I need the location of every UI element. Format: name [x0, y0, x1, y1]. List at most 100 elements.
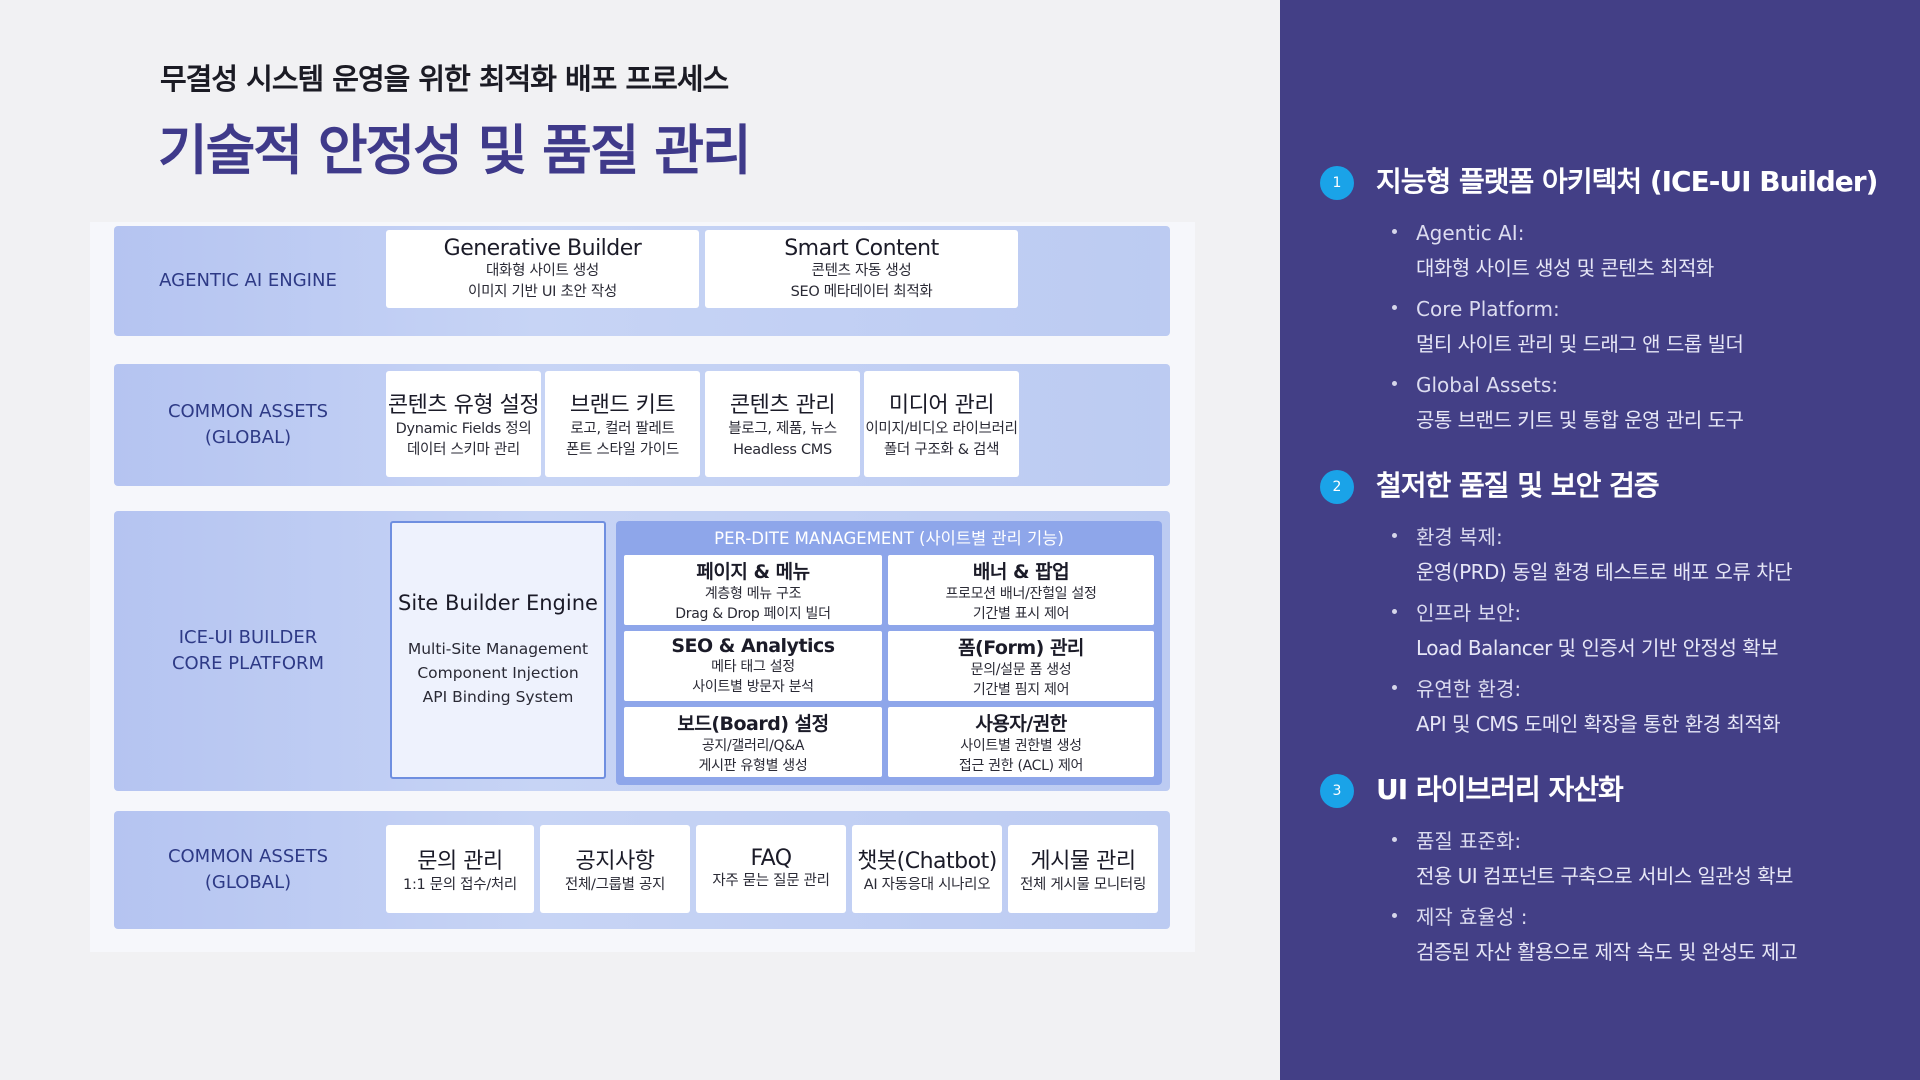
box-line: 전체 게시물 모니터링: [1020, 876, 1146, 893]
box-line: 이미지/비디오 라이브러리: [865, 421, 1018, 437]
box-title: 게시물 관리: [1030, 848, 1136, 874]
box-title: 콘텐츠 유형 설정: [387, 393, 540, 418]
item-label: Agentic AI:: [1416, 221, 1525, 245]
box-title: 챗봇(Chatbot): [857, 848, 997, 874]
band-label: COMMON ASSETS (GLOBAL): [167, 846, 329, 893]
page-subtitle: 무결성 시스템 운영을 위한 최적화 배포 프로세스: [160, 62, 729, 96]
item-desc: 대화형 사이트 생성 및 콘텐츠 최적화: [1416, 256, 1714, 280]
smart-content-box: Smart Content 콘텐츠 자동 생성 SEO 메타데이터 최적화: [705, 230, 1018, 308]
pbox-title: 배너 & 팝업: [972, 560, 1070, 583]
list-item: 유연한 환경: API 및 CMS 도메인 확장을 통한 환경 최적화: [1392, 672, 1912, 742]
notice-box: 공지사항 전체/그룹별 공지: [540, 825, 690, 913]
seo-analytics-box: SEO & Analytics 메타 태그 설정 사이트별 방문자 분석: [624, 631, 882, 701]
pbox-title: 페이지 & 메뉴: [696, 560, 810, 583]
site-builder-engine-box: Site Builder Engine Multi-Site Managemen…: [390, 521, 606, 779]
box-title: Generative Builder: [443, 235, 642, 261]
box-title: 콘텐츠 관리: [729, 393, 836, 418]
box-line: 대화형 사이트 생성: [486, 262, 599, 279]
item-label: 인프라 보안:: [1416, 601, 1522, 625]
section-title: 지능형 플랫폼 아키텍처 (ICE-UI Builder): [1376, 165, 1878, 198]
item-label: Global Assets:: [1416, 373, 1558, 397]
per-dite-management-panel: PER-DITE MANAGEMENT (사이트별 관리 기능) 페이지 & 메…: [616, 521, 1162, 785]
item-desc: API 및 CMS 도메인 확장을 통한 환경 최적화: [1416, 712, 1781, 736]
pbox-line: 사이트별 방문자 분석: [692, 679, 814, 695]
item-label: 품질 표준화:: [1416, 829, 1522, 853]
item-desc: 전용 UI 컴포넌트 구축으로 서비스 일관성 확보: [1416, 864, 1793, 888]
bullet-icon: [1392, 685, 1397, 690]
section-items: 품질 표준화: 전용 UI 컴포넌트 구축으로 서비스 일관성 확보 제작 효율…: [1392, 824, 1912, 976]
box-line: 폰트 스타일 가이드: [566, 442, 679, 458]
pbox-line: 문의/설문 폼 생성: [970, 661, 1072, 678]
list-item: Global Assets: 공통 브랜드 키트 및 통합 운영 관리 도구: [1392, 368, 1912, 438]
list-item: 제작 효율성 : 검증된 자산 활용으로 제작 속도 및 완성도 제고: [1392, 900, 1912, 970]
pbox-title: 폼(Form) 관리: [958, 636, 1084, 659]
list-item: Core Platform: 멀티 사이트 관리 및 드래그 앤 드롭 빌더: [1392, 292, 1912, 362]
item-desc: 검증된 자산 활용으로 제작 속도 및 완성도 제고: [1416, 940, 1798, 964]
content-type-box: 콘텐츠 유형 설정 Dynamic Fields 정의 데이터 스키마 관리: [386, 371, 541, 477]
bullet-icon: [1392, 837, 1397, 842]
item-desc: 공통 브랜드 키트 및 통합 운영 관리 도구: [1416, 408, 1744, 432]
box-line: 폴더 구조화 & 검색: [883, 442, 1000, 458]
user-permission-box: 사용자/권한 사이트별 권한별 생성 접근 권한 (ACL) 제어: [888, 707, 1154, 777]
common-assets-bottom-band: COMMON ASSETS (GLOBAL) 문의 관리 1:1 문의 접수/처…: [114, 811, 1170, 929]
item-label: 제작 효율성 :: [1416, 905, 1528, 929]
page-menu-box: 페이지 & 메뉴 계층형 메뉴 구조 Drag & Drop 페이지 빌더: [624, 555, 882, 625]
architecture-diagram: AGENTIC AI ENGINE Generative Builder 대화형…: [90, 222, 1195, 952]
section-number-badge: 2: [1320, 470, 1354, 504]
banner-popup-box: 배너 & 팝업 프로모션 배너/잔헐일 설정 기간별 표시 제어: [888, 555, 1154, 625]
inquiry-management-box: 문의 관리 1:1 문의 접수/처리: [386, 825, 534, 913]
bullet-icon: [1392, 305, 1397, 310]
engine-line: Component Injection: [417, 664, 579, 682]
list-item: 인프라 보안: Load Balancer 및 인증서 기반 안정성 확보: [1392, 596, 1912, 666]
box-line: 로고, 컬러 팔레트: [570, 421, 675, 437]
section-number-badge: 1: [1320, 166, 1354, 200]
item-label: Core Platform:: [1416, 297, 1560, 321]
agentic-ai-engine-band: AGENTIC AI ENGINE Generative Builder 대화형…: [114, 226, 1170, 336]
form-management-box: 폼(Form) 관리 문의/설문 폼 생성 기간별 핌지 제어: [888, 631, 1154, 701]
pbox-line: 메타 태그 설정: [711, 659, 795, 675]
list-item: 품질 표준화: 전용 UI 컴포넌트 구축으로 서비스 일관성 확보: [1392, 824, 1912, 894]
section-title: 철저한 품질 및 보안 검증: [1376, 469, 1660, 502]
pbox-line: 접근 권한 (ACL) 제어: [958, 757, 1084, 774]
pbox-line: 프로모션 배너/잔헐일 설정: [945, 585, 1097, 602]
box-line: 이미지 기반 UI 초안 작성: [468, 283, 617, 300]
band-label: AGENTIC AI ENGINE: [159, 270, 337, 291]
common-assets-top-band: COMMON ASSETS (GLOBAL) 콘텐츠 유형 설정 Dynamic…: [114, 364, 1170, 486]
box-line: Headless CMS: [733, 442, 832, 458]
bullet-icon: [1392, 913, 1397, 918]
board-settings-box: 보드(Board) 설정 공지/갤러리/Q&A 게시판 유형별 생성: [624, 707, 882, 777]
pbox-line: 기간별 표시 제어: [972, 605, 1070, 622]
item-desc: 운영(PRD) 동일 환경 테스트로 배포 오류 차단: [1416, 560, 1793, 584]
box-line: 전체/그룹별 공지: [564, 876, 666, 893]
box-line: Dynamic Fields 정의: [395, 421, 532, 437]
pbox-line: Drag & Drop 페이지 빌더: [675, 605, 831, 622]
box-line: 데이터 스키마 관리: [407, 442, 520, 458]
engine-title: Site Builder Engine: [398, 591, 598, 615]
pbox-line: 게시판 유형별 생성: [698, 757, 808, 774]
bullet-icon: [1392, 533, 1397, 538]
per-dite-title: PER-DITE MANAGEMENT (사이트별 관리 기능): [714, 529, 1064, 548]
box-line: 1:1 문의 접수/처리: [403, 876, 517, 893]
box-line: 자주 묻는 질문 관리: [712, 873, 830, 889]
pbox-line: 공지/갤러리/Q&A: [701, 737, 805, 754]
item-label: 환경 복제:: [1416, 525, 1503, 549]
box-title: Smart Content: [784, 235, 939, 261]
list-item: 환경 복제: 운영(PRD) 동일 환경 테스트로 배포 오류 차단: [1392, 520, 1912, 590]
box-title: 미디어 관리: [888, 393, 995, 418]
faq-box: FAQ 자주 묻는 질문 관리: [696, 825, 846, 913]
item-desc: 멀티 사이트 관리 및 드래그 앤 드롭 빌더: [1416, 332, 1744, 356]
pbox-line: 사이트별 권한별 생성: [960, 737, 1082, 754]
engine-line: Multi-Site Management: [407, 640, 589, 658]
core-platform-band: ICE-UI BUILDER CORE PLATFORM Site Builde…: [114, 511, 1170, 791]
pbox-title: SEO & Analytics: [671, 635, 835, 657]
box-line: AI 자동응대 시나리오: [863, 876, 991, 893]
pbox-title: 사용자/권한: [975, 712, 1067, 735]
list-item: Agentic AI: 대화형 사이트 생성 및 콘텐츠 최적화: [1392, 216, 1912, 286]
content-management-box: 콘텐츠 관리 블로그, 제품, 뉴스 Headless CMS: [705, 371, 860, 477]
box-line: 콘텐츠 자동 생성: [811, 262, 912, 279]
box-line: 블로그, 제품, 뉴스: [728, 421, 837, 437]
box-title: 브랜드 키트: [569, 393, 676, 418]
chatbot-box: 챗봇(Chatbot) AI 자동응대 시나리오: [852, 825, 1002, 913]
page-title: 기술적 안정성 및 품질 관리: [158, 119, 752, 182]
item-label: 유연한 환경:: [1416, 677, 1522, 701]
